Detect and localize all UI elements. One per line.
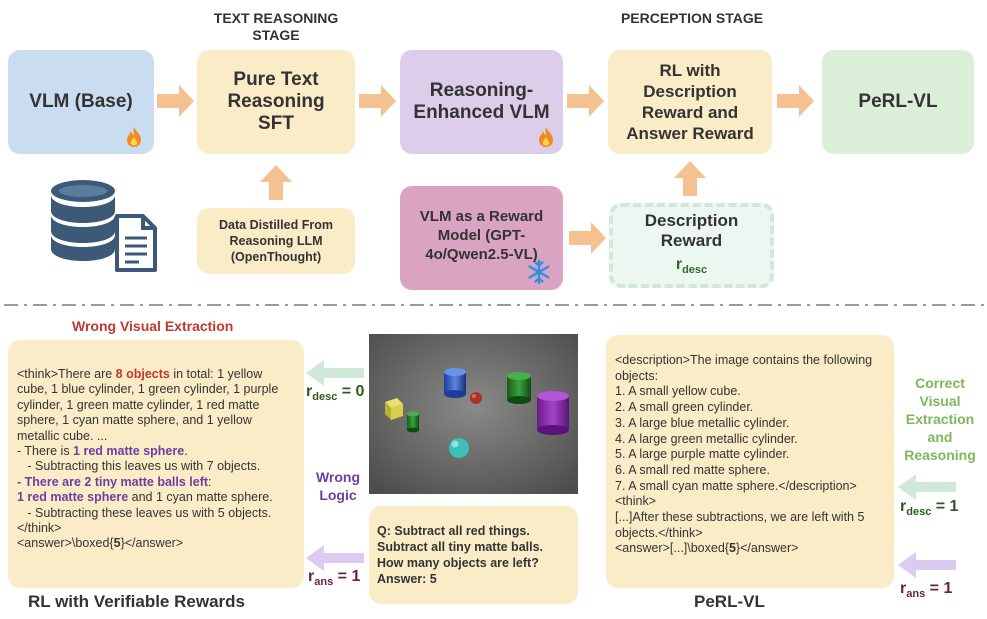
r-ans-one-right: rans = 1 [900, 580, 953, 601]
arrow-up-2 [674, 161, 706, 196]
stage-title-text-reasoning: TEXT REASONING STAGE [213, 10, 339, 43]
arrow-up-1 [260, 165, 292, 200]
data-distilled-box: Data Distilled From Reasoning LLM (OpenT… [197, 208, 355, 274]
lilac-arrow-left [306, 545, 364, 571]
right-text-l10: [...]After these subtractions, we are le… [615, 510, 865, 540]
wrong-logic-label: Wrong Logic [315, 469, 361, 503]
arrow-right-3 [567, 85, 604, 117]
right-reasoning-box: <description>The image contains the foll… [606, 335, 894, 588]
stage-title-perception: PERCEPTION STAGE [620, 10, 764, 26]
r-desc-zero: rdesc = 0 [306, 383, 365, 404]
arrow-right-4 [777, 85, 814, 117]
right-text-l4: 3. A large blue metallic cylinder. [615, 415, 790, 430]
document-icon [115, 214, 157, 272]
mint-arrow-right-side [898, 474, 956, 500]
left-text-p4: - There are 2 tiny matte balls left: [17, 474, 212, 489]
data-distilled-label: Data Distilled From Reasoning LLM (OpenT… [219, 218, 333, 264]
pure-text-sft-box: Pure Text Reasoning SFT [197, 50, 355, 154]
question-box: Q: Subtract all red things. Subtract all… [369, 506, 578, 604]
snowflake-icon [528, 259, 550, 285]
question-text: Q: Subtract all red things. Subtract all… [377, 524, 544, 586]
r-ans-one-left: rans = 1 [308, 568, 361, 589]
left-text-p5: 1 red matte sphere and 1 cyan matte sphe… [17, 490, 273, 505]
vlm-reward-model-label: VLM as a Reward Model (GPT-4o/Qwen2.5-VL… [419, 207, 544, 263]
right-text-l2: 1. A small yellow cube. [615, 384, 741, 399]
perl-vl-box: PeRL-VL [822, 50, 974, 154]
reasoning-enhanced-vlm-box: Reasoning-Enhanced VLM [400, 50, 563, 154]
left-text-p3: - Subtracting this leaves us with 7 obje… [17, 459, 261, 474]
description-reward-box: Description Reward rdesc [609, 203, 774, 288]
pure-text-sft-label: Pure Text Reasoning SFT [227, 69, 325, 134]
right-text-l3: 2. A small green cylinder. [615, 400, 754, 415]
reasoning-enhanced-vlm-label: Reasoning-Enhanced VLM [413, 80, 550, 123]
separator-line [4, 304, 984, 306]
right-text-l5: 4. A large green metallic cylinder. [615, 431, 798, 446]
description-reward-label: Description Reward [644, 210, 739, 250]
vlm-base-box: VLM (Base) [8, 50, 154, 154]
left-text-p1: <think>There are 8 objects in total: 1 y… [17, 367, 279, 443]
left-text-p6: - Subtracting these leaves us with 5 obj… [17, 505, 272, 536]
arrow-right-2 [359, 85, 396, 117]
vlm-base-label: VLM (Base) [29, 91, 133, 112]
rl-reward-label: RL with Description Reward and Answer Re… [626, 61, 754, 143]
correct-label: Correct Visual Extraction and Reasoning [904, 375, 976, 463]
arrow-right-5 [569, 222, 606, 254]
r-desc-one: rdesc = 1 [900, 498, 959, 519]
right-text-l6: 5. A large purple matte cylinder. [615, 447, 790, 462]
right-text-l11: <answer>[...]\boxed{5}</answer> [615, 541, 799, 556]
wrong-visual-title: Wrong Visual Extraction [72, 318, 234, 334]
fire-icon [539, 127, 553, 147]
database-icon [51, 180, 115, 261]
perl-vl-label: PeRL-VL [858, 91, 938, 112]
scene-image [369, 334, 578, 494]
right-caption: PeRL-VL [694, 592, 765, 611]
vlm-reward-model-box: VLM as a Reward Model (GPT-4o/Qwen2.5-VL… [400, 186, 563, 290]
right-text-l9: <think> [615, 494, 657, 509]
left-text-p7: <answer>\boxed{5}</answer> [17, 536, 184, 551]
fire-icon [127, 127, 141, 147]
right-text-l1: <description>The image contains the foll… [615, 353, 873, 383]
left-caption: RL with Verifiable Rewards [28, 592, 245, 611]
left-reasoning-box: <think>There are 8 objects in total: 1 y… [8, 340, 304, 588]
right-text-l7: 6. A small red matte sphere. [615, 462, 770, 477]
r-desc-label: rdesc [675, 255, 708, 277]
rl-reward-box: RL with Description Reward and Answer Re… [608, 50, 772, 154]
left-text-p2: - There is 1 red matte sphere. [17, 444, 188, 459]
lilac-arrow-right-side [898, 552, 956, 578]
arrow-right-1 [157, 85, 194, 117]
right-text-l8: 7. A small cyan matte sphere.</descripti… [615, 478, 857, 493]
mint-arrow-left [306, 360, 364, 386]
